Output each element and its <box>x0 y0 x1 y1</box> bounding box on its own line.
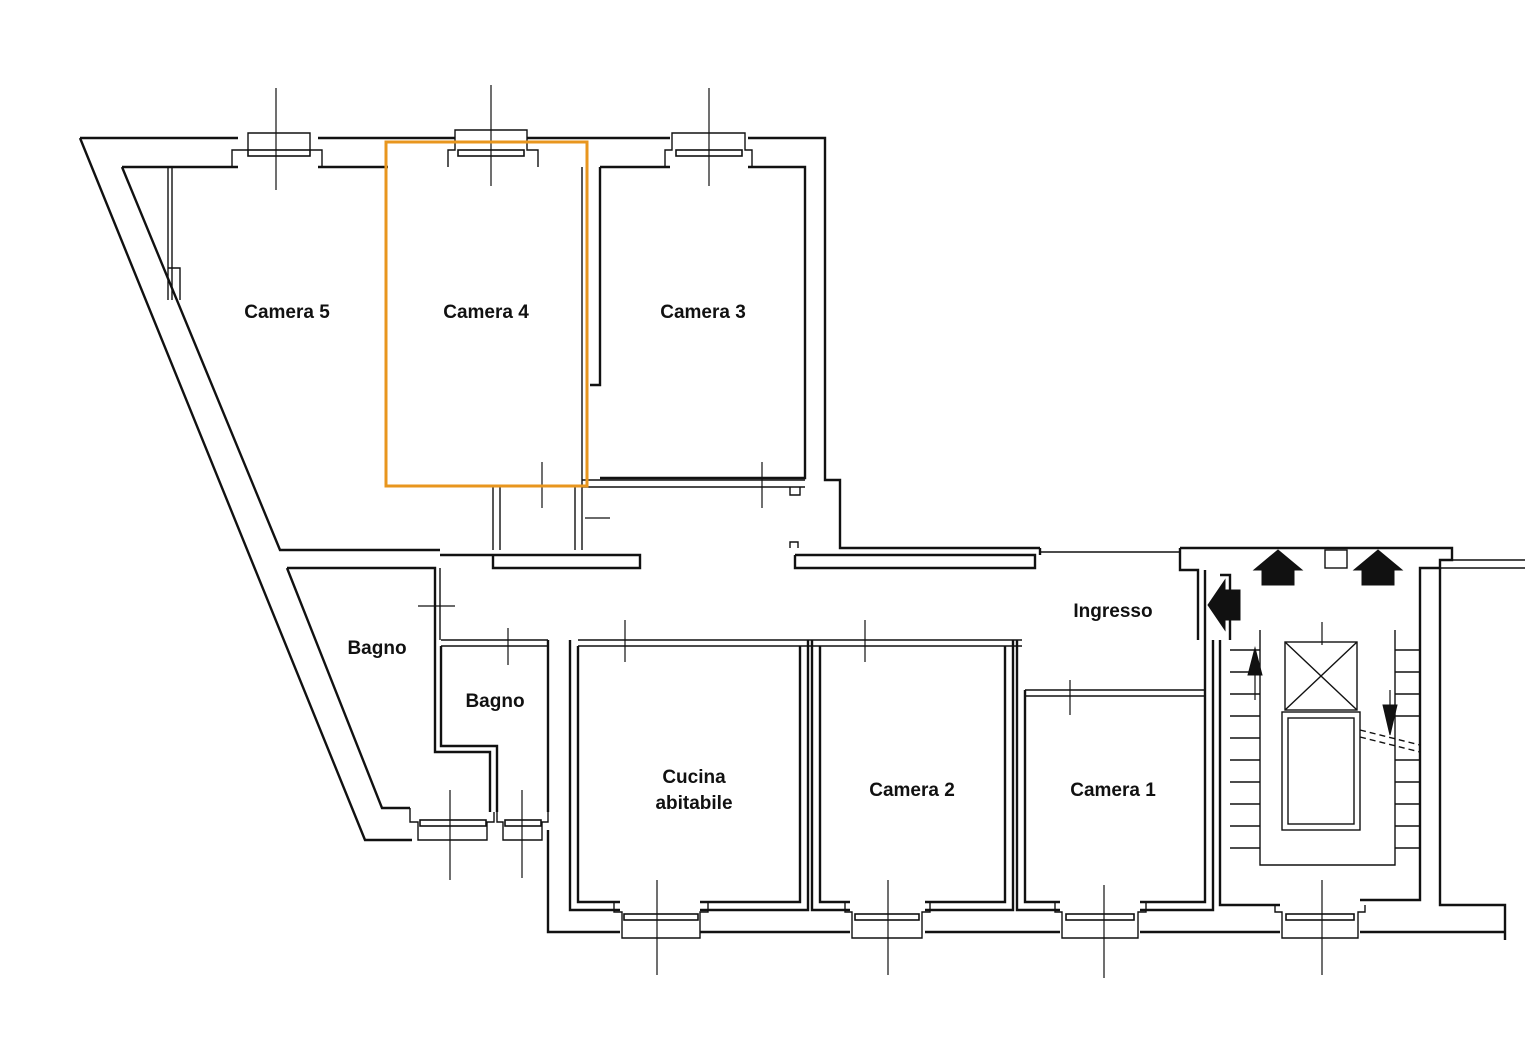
windows <box>231 85 1366 978</box>
stair-treads <box>1230 649 1420 849</box>
entrance-arrow-up-icon <box>1352 549 1404 586</box>
entrance-arrow-up-icon <box>1252 549 1304 586</box>
window-bagno2 <box>496 790 549 878</box>
down-arrow-icon <box>1382 690 1398 736</box>
staircase <box>1230 622 1421 866</box>
door-ticks <box>418 462 1071 715</box>
window-camera4 <box>447 85 539 186</box>
window-stair <box>1274 880 1366 975</box>
room-label-cucina-line1: Cucina <box>662 767 726 788</box>
entrance-arrows <box>1207 549 1404 632</box>
window-camera5 <box>231 88 323 190</box>
up-arrow-icon <box>1247 646 1263 700</box>
window-camera2 <box>844 880 931 975</box>
room-label-bagno1: Bagno <box>347 638 406 659</box>
window-camera3 <box>664 88 753 186</box>
window-camera1 <box>1054 885 1147 978</box>
room-label-bagno2: Bagno <box>465 691 524 712</box>
room-label-camera2: Camera 2 <box>869 780 955 801</box>
room-label-camera4: Camera 4 <box>443 302 529 323</box>
room-label-cucina-line2: abitabile <box>655 793 732 814</box>
outer-walls <box>78 136 1525 940</box>
room-label-camera1: Camera 1 <box>1070 780 1156 801</box>
room-label-camera3: Camera 3 <box>660 302 746 323</box>
window-cucina <box>613 880 709 975</box>
room-labels: Camera 5 Camera 4 Camera 3 Bagno Bagno I… <box>244 302 1156 814</box>
room-label-ingresso: Ingresso <box>1073 601 1152 622</box>
room-label-camera5: Camera 5 <box>244 302 330 323</box>
room-highlight <box>384 140 589 488</box>
window-bagno1 <box>409 790 495 880</box>
entrance-arrow-left-icon <box>1207 578 1241 632</box>
